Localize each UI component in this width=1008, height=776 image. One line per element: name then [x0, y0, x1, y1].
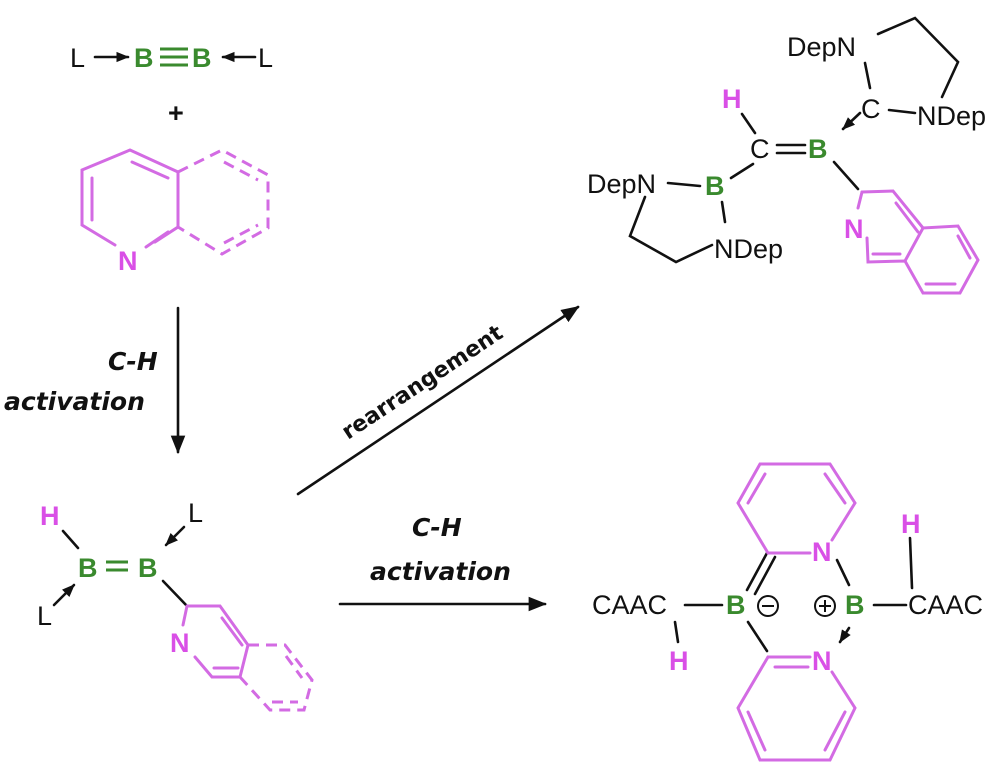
bond — [908, 536, 914, 590]
pyridine-nitrogen-bottom: N — [812, 646, 832, 676]
ndep-bottom: NDep — [714, 234, 783, 264]
intermediate: H B B L L N — [37, 498, 314, 712]
hydrogen-atom: H — [722, 84, 742, 114]
product-rearrangement: H C B B DepN NDep DepN C NDep N — [587, 16, 986, 295]
ligand-left: L — [70, 43, 85, 73]
dashed-double-bond — [284, 655, 304, 679]
depn-left: DepN — [587, 169, 656, 199]
carbon-atom: C — [750, 134, 770, 164]
negative-charge-icon — [757, 595, 779, 617]
diboryne-reactant: L B B L — [70, 43, 273, 73]
boron-atom: B — [134, 43, 154, 73]
bond — [673, 620, 680, 644]
pyridine-nitrogen: N — [118, 246, 138, 276]
caac-right: CAAC — [908, 590, 983, 620]
bond — [720, 200, 727, 224]
bond — [835, 558, 851, 587]
ligand-right: L — [258, 43, 273, 73]
carbene-carbon: C — [861, 94, 881, 124]
product-ch-activation: CAAC H B B CAAC H N N — [592, 462, 983, 762]
depn-top: DepN — [787, 32, 856, 62]
bond-H-B — [61, 529, 80, 550]
boron-atom: B — [138, 553, 158, 583]
dative-bond — [841, 111, 862, 131]
double-bond-line — [745, 551, 769, 592]
boron-atom: B — [808, 134, 828, 164]
boron-atom: B — [78, 553, 98, 583]
arrow-right-label-2: activation — [370, 557, 511, 586]
hydrogen-atom: H — [901, 509, 921, 539]
double-bond — [130, 160, 170, 180]
double-bond — [823, 472, 847, 505]
ring-backbone — [628, 195, 714, 264]
pyridine-ring — [185, 604, 250, 679]
boron-atom: B — [192, 43, 212, 73]
hydrogen-atom: H — [669, 646, 689, 676]
rearrangement-label: rearrangement — [338, 320, 509, 445]
bond-H-C — [740, 112, 757, 135]
arrow-down-label-2: activation — [4, 387, 145, 416]
arrow-down-label-1: C-H — [108, 347, 158, 376]
bond — [856, 190, 864, 210]
bond — [181, 604, 189, 627]
dashed-double-bond — [223, 223, 259, 245]
double-bond — [894, 201, 920, 234]
ndep-right: NDep — [917, 101, 986, 131]
double-bond — [823, 710, 847, 752]
boron-atom: B — [726, 590, 746, 620]
bond — [863, 61, 872, 90]
bond-B-C — [832, 160, 860, 191]
pyridine-ring-bottom — [736, 655, 857, 762]
ligand-top: L — [188, 498, 203, 528]
pyridine-nitrogen-top: N — [812, 537, 832, 567]
pyridine-ring — [80, 148, 180, 247]
double-bond — [746, 472, 767, 505]
positive-charge-icon — [814, 595, 836, 617]
double-bond — [144, 230, 170, 249]
boron-atom: B — [705, 171, 725, 201]
dative-bond — [838, 626, 851, 644]
bond — [746, 620, 769, 653]
fused-ring-dashed — [177, 148, 270, 256]
pyridine-ring-top — [736, 462, 857, 555]
dative-bond — [52, 583, 76, 607]
caac-left: CAAC — [592, 590, 667, 620]
plus-sign: + — [168, 98, 184, 128]
double-bond-line — [753, 555, 777, 596]
isoquinoline-ring — [860, 189, 980, 295]
double-bond — [956, 234, 972, 260]
bond — [887, 108, 917, 115]
fused-bond — [903, 226, 925, 263]
pyridine-nitrogen: N — [170, 628, 190, 658]
dashed-double-bond — [223, 160, 259, 182]
pyridine-reactant: N — [80, 148, 270, 276]
bond-C-B — [729, 162, 755, 180]
double-bond — [220, 616, 244, 647]
arrow-right-label-1: C-H — [412, 513, 462, 542]
bond — [666, 181, 702, 188]
double-bond — [746, 710, 767, 752]
fused-ring-dashed — [238, 643, 314, 712]
hydrogen-atom: H — [40, 501, 60, 531]
isoquinoline-nitrogen: N — [844, 214, 864, 244]
boron-atom: B — [845, 590, 865, 620]
arrow-rearrangement — [296, 305, 580, 496]
bond-B-C — [161, 579, 189, 608]
ligand-bottom: L — [37, 601, 52, 631]
dative-bond — [164, 525, 186, 547]
ring-backbone — [876, 16, 960, 99]
